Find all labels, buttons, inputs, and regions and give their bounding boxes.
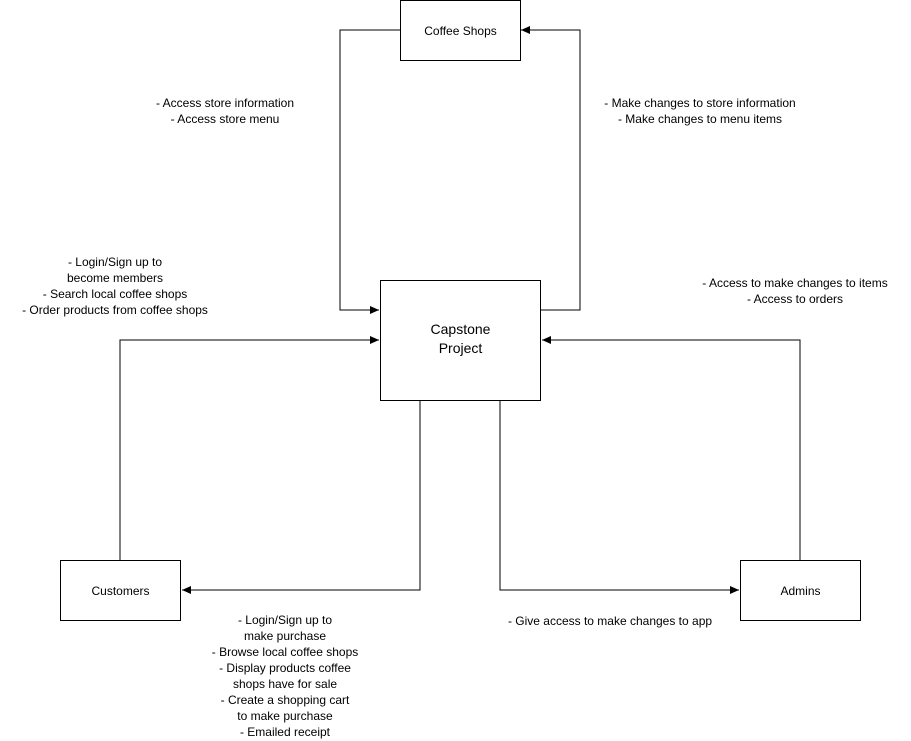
annotation-line: - Access to orders	[746, 292, 844, 306]
annotation-line: - Access store information	[155, 96, 295, 110]
annotation-line: become members	[66, 271, 164, 285]
annotation-line: - Browse local coffee shops	[211, 645, 359, 659]
annotation-line: - Emailed receipt	[239, 725, 331, 739]
node-customers[interactable]: Customers	[60, 560, 181, 621]
edge-capstone-to-coffee-shops	[521, 26, 581, 311]
annotation-line: to make purchase	[237, 709, 333, 723]
annotation-line: - Login/Sign up to	[67, 255, 163, 269]
edge-customers-to-capstone	[119, 336, 379, 560]
edge-capstone-to-customers	[182, 401, 421, 594]
annotation-line: - Create a shopping cart	[220, 693, 350, 707]
annotation-admins-to-capstone: - Access to make changes to items - Acce…	[681, 275, 909, 307]
annotation-capstone-to-admins: - Give access to make changes to app	[480, 613, 740, 629]
annotation-line: - Make changes to menu items	[617, 112, 783, 126]
node-capstone-project-label: Capstone Project	[430, 320, 491, 356]
node-coffee-shops-label: Coffee Shops	[424, 23, 497, 38]
annotation-customers-to-capstone: - Login/Sign up to become members - Sear…	[0, 254, 230, 318]
annotation-line: - Display products coffee	[219, 661, 351, 675]
annotation-capstone-to-coffee: - Make changes to store information - Ma…	[580, 95, 820, 127]
annotation-line: - Order products from coffee shops	[22, 303, 208, 317]
annotation-capstone-to-customers: - Login/Sign up to make purchase - Brows…	[190, 612, 380, 740]
annotation-line: - Make changes to store information	[604, 96, 796, 110]
edge-capstone-to-admins	[499, 401, 739, 594]
annotation-line: - Login/Sign up to	[237, 613, 333, 627]
node-admins-label: Admins	[780, 583, 821, 598]
edge-admins-to-capstone	[542, 336, 801, 560]
annotation-line: - Give access to make changes to app	[507, 614, 713, 628]
edge-coffee-shops-to-capstone	[339, 29, 400, 314]
node-customers-label: Customers	[91, 583, 150, 598]
annotation-line: shops have for sale	[232, 677, 338, 691]
annotation-line: make purchase	[243, 629, 327, 643]
node-coffee-shops[interactable]: Coffee Shops	[400, 0, 521, 61]
annotation-line: - Access store menu	[170, 112, 280, 126]
annotation-coffee-to-capstone: - Access store information - Access stor…	[125, 95, 325, 127]
node-capstone-project[interactable]: Capstone Project	[380, 280, 541, 401]
annotation-line: - Access to make changes to items	[702, 276, 888, 290]
annotation-line: - Search local coffee shops	[42, 287, 188, 301]
node-admins[interactable]: Admins	[740, 560, 861, 621]
